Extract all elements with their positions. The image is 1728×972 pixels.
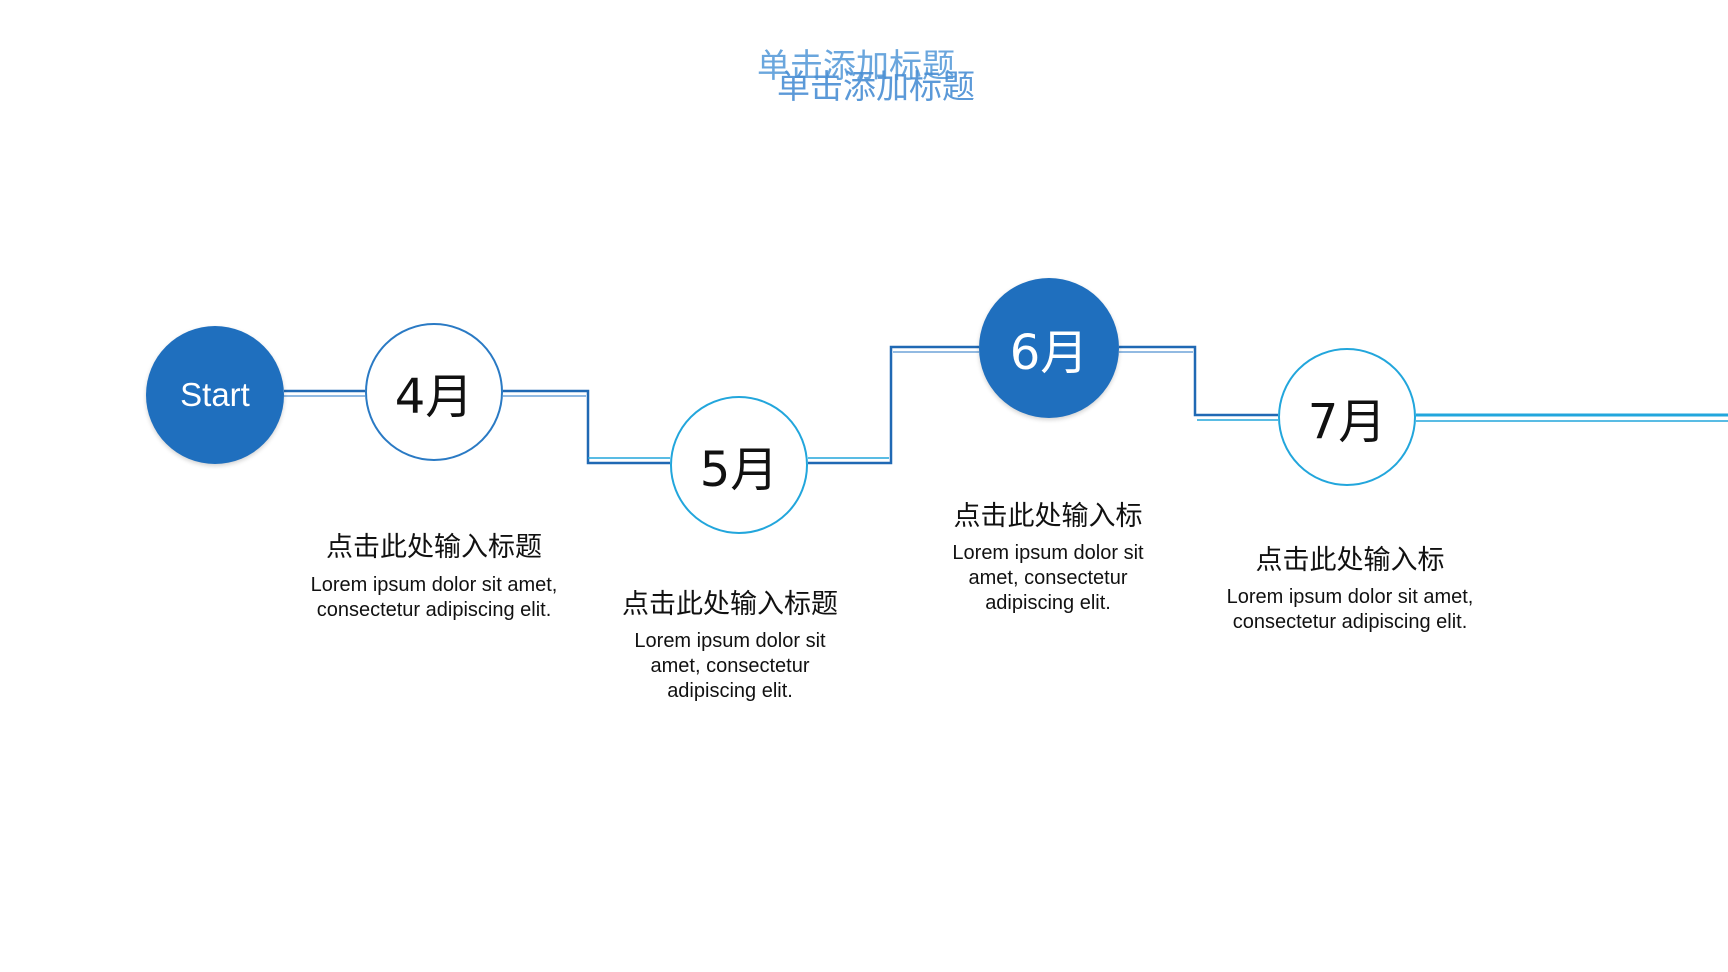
start-node[interactable]: Start bbox=[146, 326, 284, 464]
slide-title-shadow[interactable]: 单击添加标题 bbox=[757, 46, 955, 85]
title-area: 单击添加标题 单击添加标题 bbox=[0, 0, 1728, 120]
connector-dark bbox=[284, 345, 1278, 465]
step-heading-may[interactable]: 点击此处输入标题 bbox=[622, 589, 838, 620]
step-heading-april[interactable]: 点击此处输入标题 bbox=[326, 532, 542, 563]
step-text-july[interactable]: Lorem ipsum dolor sit amet, consectetur … bbox=[1226, 586, 1474, 633]
month-node-may[interactable]: 5月 bbox=[670, 396, 808, 534]
month-label: 5月 bbox=[699, 442, 779, 498]
step-text-may[interactable]: Lorem ipsum dolor sit amet, consectetur … bbox=[634, 630, 826, 702]
month-label: 7月 bbox=[1307, 394, 1387, 450]
step-text-june[interactable]: Lorem ipsum dolor sit amet, consectetur … bbox=[952, 542, 1144, 614]
month-node-july[interactable]: 7月 bbox=[1278, 348, 1416, 486]
month-node-april[interactable]: 4月 bbox=[365, 323, 503, 461]
step-heading-june[interactable]: 点击此处输入标 bbox=[953, 501, 1143, 532]
month-label: 6月 bbox=[1009, 325, 1089, 381]
month-label: 4月 bbox=[394, 369, 474, 425]
connector-light bbox=[588, 413, 1728, 459]
month-node-june[interactable]: 6月 bbox=[979, 278, 1119, 418]
slide-title[interactable]: 单击添加标题 bbox=[777, 67, 975, 106]
step-text-april[interactable]: Lorem ipsum dolor sit amet, consectetur … bbox=[310, 574, 558, 621]
start-label: Start bbox=[180, 376, 250, 413]
step-heading-july[interactable]: 点击此处输入标 bbox=[1255, 545, 1445, 576]
